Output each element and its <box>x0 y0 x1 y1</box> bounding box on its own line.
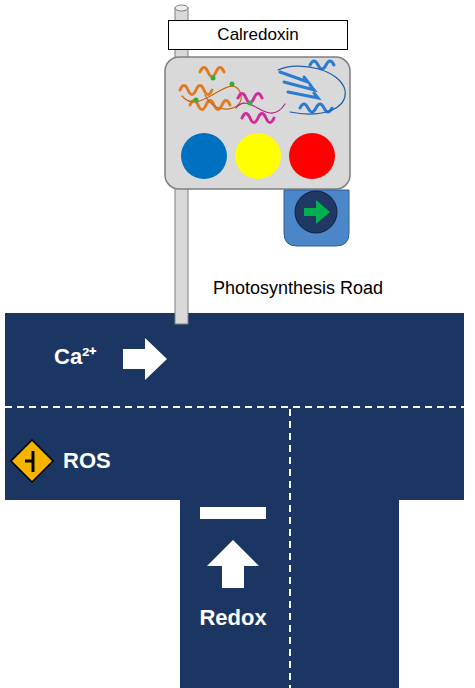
direction-arrow <box>207 540 259 588</box>
yellow-light <box>235 133 281 179</box>
sign-text: Calredoxin <box>217 25 298 45</box>
green-arrow <box>304 200 330 224</box>
protein-structure <box>180 61 345 123</box>
arrow-light <box>295 191 337 233</box>
warning-sign <box>11 440 53 482</box>
signal-label: ROS <box>63 448 111 473</box>
stop-bar <box>200 507 266 519</box>
red-light <box>289 133 335 179</box>
sign-symbol <box>25 460 33 463</box>
sign-box: Calredoxin <box>168 20 348 50</box>
traffic-light <box>165 57 350 189</box>
arrow-light-housing <box>284 190 349 246</box>
lane-divider <box>5 406 464 408</box>
road-horizontal <box>5 313 464 500</box>
direction-arrow <box>123 338 167 380</box>
road-name: Photosynthesis Road <box>213 278 383 299</box>
signal-label: Ca²⁺ <box>54 344 96 369</box>
lane-divider <box>289 409 291 688</box>
pole-cap <box>175 5 188 11</box>
blue-light <box>181 133 227 179</box>
signal-label: Redox <box>199 605 266 630</box>
